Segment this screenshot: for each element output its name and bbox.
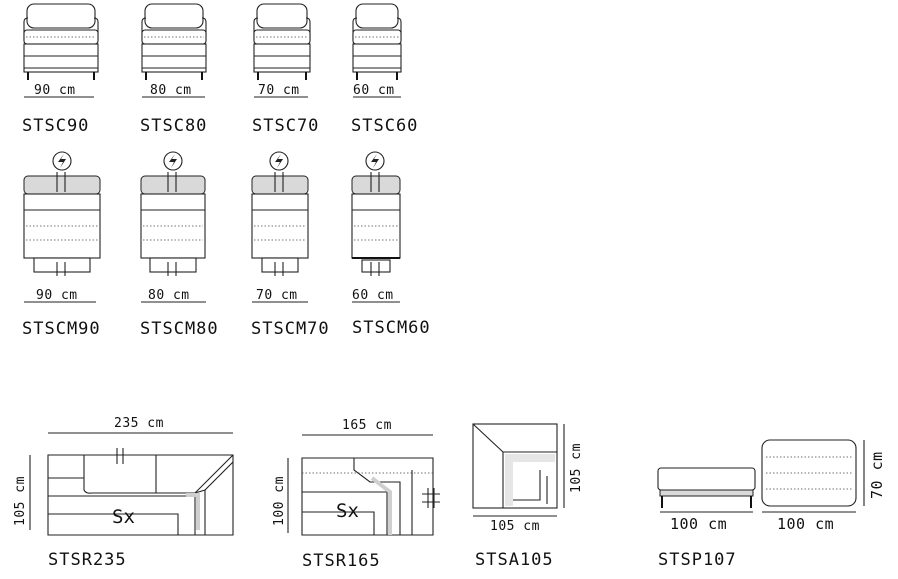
dimension-label: 90 cm <box>36 288 78 303</box>
dimension-label: 70 cm <box>256 288 298 303</box>
corner-module-drawing <box>472 423 558 509</box>
seat-top-drawing <box>23 172 101 276</box>
width-label: 235 cm <box>114 416 164 431</box>
module-code: STSA105 <box>475 550 554 570</box>
width-label: 105 cm <box>490 519 540 534</box>
seat-front-drawing <box>352 3 402 80</box>
side-label: Sx <box>112 506 135 528</box>
seat-front-drawing <box>23 3 99 80</box>
module-stsc90: 90 cm STSC90 <box>22 3 99 136</box>
power-lightning-icon <box>269 151 289 171</box>
module-code: STSP107 <box>658 550 737 570</box>
module-code: STSC70 <box>252 116 319 136</box>
front-width-label: 100 cm <box>670 515 727 533</box>
module-stsr235: 235 cm 105 cm Sx STSR235 <box>13 416 234 570</box>
module-stsc80: 80 cm STSC80 <box>140 3 207 136</box>
module-stscm90: 90 cm STSCM90 <box>22 151 101 339</box>
corner-sofa-drawing <box>47 448 234 536</box>
seat-top-drawing <box>140 172 206 276</box>
module-code: STSCM70 <box>251 319 330 339</box>
ottoman-top-drawing <box>761 439 857 507</box>
seat-front-drawing <box>141 3 207 80</box>
dimension-label: 70 cm <box>258 83 300 98</box>
module-code: STSC60 <box>351 116 418 136</box>
module-code: STSCM60 <box>352 318 431 338</box>
module-stsc60: 60 cm STSC60 <box>351 3 418 136</box>
top-width-label: 100 cm <box>777 515 834 533</box>
module-code: STSC80 <box>140 116 207 136</box>
module-stsr165: 165 cm 100 cm Sx STSR165 <box>272 418 440 571</box>
dimension-label: 60 cm <box>352 288 394 303</box>
width-label: 165 cm <box>342 418 392 433</box>
dimension-label: 80 cm <box>148 288 190 303</box>
module-stsp107: 100 cm 100 cm 70 cm STSP107 <box>657 439 886 570</box>
module-code: STSR235 <box>48 550 127 570</box>
power-lightning-icon <box>52 151 72 171</box>
ottoman-front-drawing <box>657 467 756 508</box>
module-code: STSCM80 <box>140 319 219 339</box>
dimension-label: 60 cm <box>353 83 395 98</box>
module-code: STSC90 <box>22 116 89 136</box>
depth-label: 105 cm <box>13 476 28 526</box>
depth-label: 70 cm <box>868 451 886 499</box>
module-stsa105: 105 cm 105 cm STSA105 <box>472 423 584 570</box>
module-code: STSCM90 <box>22 319 101 339</box>
depth-label: 105 cm <box>569 443 584 493</box>
module-stsc70: 70 cm STSC70 <box>252 3 319 136</box>
power-lightning-icon <box>163 151 183 171</box>
side-label: Sx <box>336 500 359 522</box>
module-stscm60: 60 cm STSCM60 <box>351 151 431 338</box>
seat-top-drawing <box>251 172 309 276</box>
dimension-label: 90 cm <box>34 83 76 98</box>
power-lightning-icon <box>365 151 385 171</box>
corner-sofa-drawing <box>301 457 440 536</box>
module-code: STSR165 <box>302 551 381 571</box>
module-stscm70: 70 cm STSCM70 <box>251 151 330 339</box>
seat-front-drawing <box>253 3 311 80</box>
depth-label: 100 cm <box>272 476 287 526</box>
module-stscm80: 80 cm STSCM80 <box>140 151 219 339</box>
dimension-label: 80 cm <box>150 83 192 98</box>
seat-top-drawing <box>351 172 401 276</box>
